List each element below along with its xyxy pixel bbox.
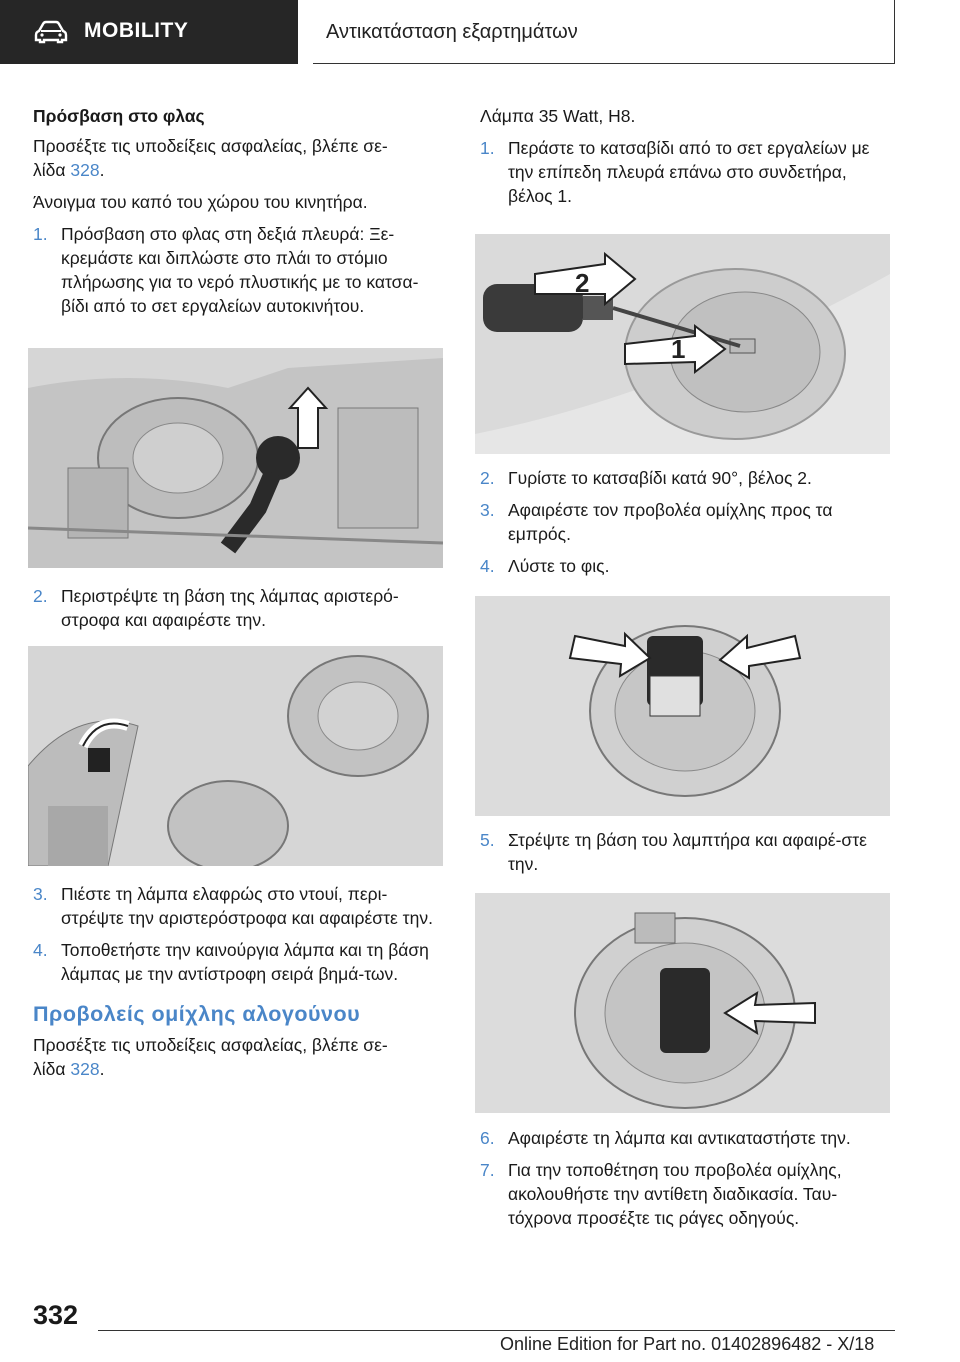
step-number: 4. (480, 556, 495, 576)
headlight-illustration-2 (28, 646, 443, 866)
right-column: Λάμπα 35 Watt, H8. 1. Περάστε το κατσαβίδ… (480, 104, 892, 216)
fog-safety-page-link[interactable]: 328 (70, 1059, 100, 1079)
car-icon (34, 20, 68, 49)
right-step-4: 4. Λύστε το φις. (480, 554, 892, 578)
right-column-mid: 2. Γυρίστε το κατσαβίδι κατά 90°, βέλος 2… (480, 466, 892, 586)
arrow-label-2: 2 (575, 268, 589, 298)
left-step-2: 2. Περιστρέψτε τη βάση της λάμπας αριστερ… (33, 584, 445, 632)
fog-safety-page-word: λίδα (33, 1059, 71, 1079)
step-text: Περάστε το κατσαβίδι από το σετ εργαλείω… (508, 138, 870, 206)
fog-safety-note: Προσέξτε τις υποδείξεις ασφαλείας, βλέπε… (33, 1033, 445, 1081)
page-number: 332 (33, 1300, 79, 1330)
step-number: 7. (480, 1160, 495, 1180)
open-hood-text: Άνοιγμα του καπό του χώρου του κινητήρα. (33, 192, 368, 212)
left-step-1: 1. Πρόσβαση στο φλας στη δεξιά πλευρά: Ξε… (33, 222, 445, 318)
step-number: 3. (480, 500, 495, 520)
step-number: 6. (480, 1128, 495, 1148)
step-text: Περιστρέψτε τη βάση της λάμπας αριστερό-… (61, 586, 399, 630)
section-title: Αντικατάσταση εξαρτημάτων (326, 21, 578, 43)
left-step-4: 4. Τοποθετήστε την καινούργια λάμπα και τ… (33, 938, 445, 986)
right-column-lower: 5. Στρέψτε τη βάση του λαμπτήρα και αφαιρ… (480, 828, 892, 884)
fog-light-plug-illustration (475, 596, 890, 816)
access-heading: Πρόσβαση στο φλας (33, 106, 205, 126)
safety-text: Προσέξτε τις υποδείξεις ασφαλείας, βλέπε… (33, 136, 388, 156)
step-number: 2. (33, 586, 48, 606)
step-text: Πρόσβαση στο φλας στη δεξιά πλευρά: Ξε-κ… (61, 224, 419, 316)
right-step-2: 2. Γυρίστε το κατσαβίδι κατά 90°, βέλος 2… (480, 466, 892, 490)
step-text: Λύστε το φις. (508, 556, 610, 576)
lamp-spec: Λάμπα 35 Watt, H8. (480, 106, 636, 126)
brand-label: MOBILITY (84, 19, 189, 42)
footer-edition: Online Edition for Part no. 01402896482 … (500, 1334, 875, 1354)
section-title-box: Αντικατάσταση εξαρτημάτων (313, 0, 895, 64)
step-number: 1. (480, 138, 495, 158)
right-step-3: 3. Αφαιρέστε τον προβολέα ομίχλης προς τα… (480, 498, 892, 546)
right-step-5: 5. Στρέψτε τη βάση του λαμπτήρα και αφαιρ… (480, 828, 892, 876)
step-number: 2. (480, 468, 495, 488)
step-number: 4. (33, 940, 48, 960)
step-text: Τοποθετήστε την καινούργια λάμπα και τη … (61, 940, 429, 984)
engine-bay-illustration-1 (28, 348, 443, 568)
right-step-7: 7. Για την τοποθέτηση του προβολέα ομίχλη… (480, 1158, 892, 1230)
left-column: Πρόσβαση στο φλας Προσέξτε τις υποδείξει… (33, 104, 445, 326)
fog-safety-suffix: . (99, 1059, 105, 1079)
step-number: 1. (33, 224, 48, 244)
step-text: Στρέψτε τη βάση του λαμπτήρα και αφαιρέ-… (508, 830, 867, 874)
safety-page-link[interactable]: 328 (70, 160, 100, 180)
fog-light-socket-illustration (475, 893, 890, 1113)
safety-page-word: λίδα (33, 160, 71, 180)
left-column-lower: 2. Περιστρέψτε τη βάση της λάμπας αριστερ… (33, 584, 445, 640)
step-text: Γυρίστε το κατσαβίδι κατά 90°, βέλος 2. (508, 468, 812, 488)
step-text: Αφαιρέστε τον προβολέα ομίχλης προς τα ε… (508, 500, 833, 544)
right-step-6: 6. Αφαιρέστε τη λάμπα και αντικαταστήστε … (480, 1126, 892, 1150)
left-column-bottom: 3. Πιέστε τη λάμπα ελαφρώς στο ντουί, περ… (33, 882, 445, 1089)
step-number: 3. (33, 884, 48, 904)
fog-light-screwdriver-illustration: 2 1 (475, 234, 890, 454)
safety-suffix: . (99, 160, 105, 180)
step-text: Αφαιρέστε τη λάμπα και αντικαταστήστε τη… (508, 1128, 851, 1148)
header-brand-bar: MOBILITY (0, 0, 298, 64)
step-text: Πιέστε τη λάμπα ελαφρώς στο ντουί, περι-… (61, 884, 433, 928)
step-number: 5. (480, 830, 495, 850)
fog-lights-heading: Προβολείς ομίχλης αλογούνου (33, 1002, 361, 1026)
arrow-label-1: 1 (671, 334, 685, 364)
fog-safety-text: Προσέξτε τις υποδείξεις ασφαλείας, βλέπε… (33, 1035, 388, 1055)
step-text: Για την τοποθέτηση του προβολέα ομίχλης,… (508, 1160, 842, 1228)
footer-divider (98, 1330, 895, 1331)
right-step-1: 1. Περάστε το κατσαβίδι από το σετ εργαλε… (480, 136, 892, 208)
safety-note: Προσέξτε τις υποδείξεις ασφαλείας, βλέπε… (33, 134, 445, 182)
right-column-bottom: 6. Αφαιρέστε τη λάμπα και αντικαταστήστε … (480, 1126, 892, 1238)
left-step-3: 3. Πιέστε τη λάμπα ελαφρώς στο ντουί, περ… (33, 882, 445, 930)
